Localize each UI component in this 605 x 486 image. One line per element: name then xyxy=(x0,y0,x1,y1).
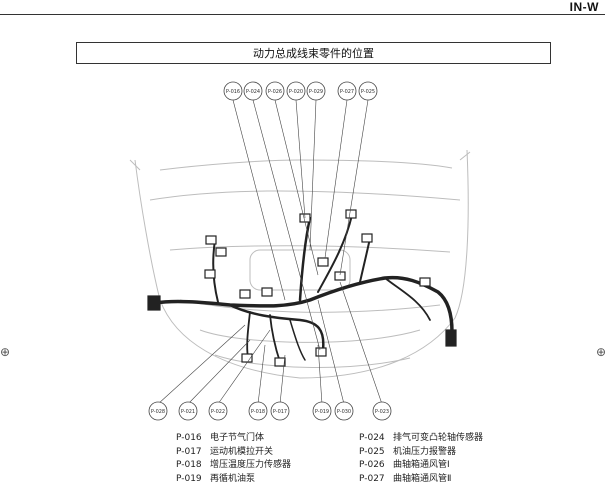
callout-label: P-020 xyxy=(289,89,303,95)
legend-code: P-018 xyxy=(176,459,210,473)
callout-label: P-029 xyxy=(309,89,323,95)
connector xyxy=(148,296,160,310)
registration-mark-icon: ⊕ xyxy=(0,345,10,359)
legend-code: P-017 xyxy=(176,446,210,460)
connector xyxy=(275,358,285,366)
legend-name: 电子节气门体 xyxy=(210,433,264,443)
callouts-bottom: P-028 P-021 P-022 P-018 P-017 P-019 P-03… xyxy=(149,402,391,420)
legend-name: 曲轴箱通风管Ⅰ xyxy=(393,460,450,470)
callout-bottom-0: P-028 xyxy=(149,402,167,420)
callout-bottom-7: P-023 xyxy=(373,402,391,420)
callout-bottom-3: P-018 xyxy=(249,402,267,420)
callout-top-5: P-027 xyxy=(338,82,356,100)
callout-label: P-019 xyxy=(315,409,329,415)
connector xyxy=(205,270,215,278)
engine-bay-outline xyxy=(130,150,470,378)
callout-top-0: P-016 xyxy=(224,82,242,100)
callout-top-2: P-026 xyxy=(266,82,284,100)
legend-code: P-019 xyxy=(176,473,210,486)
callout-bottom-1: P-021 xyxy=(179,402,197,420)
connector xyxy=(240,290,250,298)
callout-label: P-026 xyxy=(268,89,282,95)
callout-bottom-2: P-022 xyxy=(209,402,227,420)
callout-top-3: P-020 xyxy=(287,82,305,100)
legend-code: P-024 xyxy=(359,432,393,446)
connector xyxy=(346,210,356,218)
callout-bottom-6: P-030 xyxy=(335,402,353,420)
connector xyxy=(420,278,430,286)
legend-name: 再循机油泵 xyxy=(210,474,255,484)
legend-name: 曲轴箱通风管Ⅱ xyxy=(393,474,451,484)
legend-name: 增压温度压力传感器 xyxy=(210,460,291,470)
connector xyxy=(446,330,456,346)
callouts-top: P-016 P-024 P-026 P-020 P-029 P-027 P-02… xyxy=(224,82,377,100)
registration-mark-icon: ⊕ xyxy=(596,345,605,359)
callout-label: P-028 xyxy=(151,409,165,415)
callout-label: P-030 xyxy=(337,409,351,415)
connector xyxy=(316,348,326,356)
callout-label: P-027 xyxy=(340,89,354,95)
callout-label: P-018 xyxy=(251,409,265,415)
legend-code: P-016 xyxy=(176,432,210,446)
connector xyxy=(216,248,226,256)
callout-top-4: P-029 xyxy=(307,82,325,100)
callout-label: P-025 xyxy=(361,89,375,95)
connector xyxy=(206,236,216,244)
legend-code: P-027 xyxy=(359,473,393,486)
callout-bottom-4: P-017 xyxy=(271,402,289,420)
leader-lines xyxy=(158,100,382,404)
legend-code: P-026 xyxy=(359,459,393,473)
callout-label: P-024 xyxy=(246,89,260,95)
legend-name: 运动机模拉开关 xyxy=(210,447,273,457)
callout-top-6: P-025 xyxy=(359,82,377,100)
legend-name: 排气可变凸轮轴传感器 xyxy=(393,433,483,443)
callout-label: P-017 xyxy=(273,409,287,415)
callout-label: P-022 xyxy=(211,409,225,415)
legend-code: P-025 xyxy=(359,446,393,460)
callout-label: P-016 xyxy=(226,89,240,95)
callout-top-1: P-024 xyxy=(244,82,262,100)
connector xyxy=(318,258,328,266)
connector xyxy=(262,288,272,296)
callout-label: P-021 xyxy=(181,409,195,415)
legend-name: 机油压力报警器 xyxy=(393,447,456,457)
connector xyxy=(362,234,372,242)
callout-bottom-5: P-019 xyxy=(313,402,331,420)
callout-label: P-023 xyxy=(375,409,389,415)
